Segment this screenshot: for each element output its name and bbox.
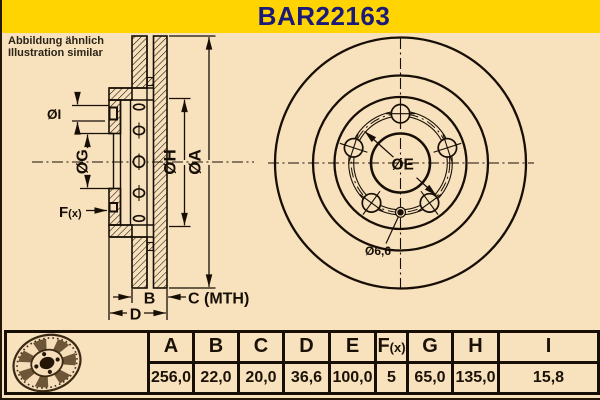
bolt-hole bbox=[417, 190, 442, 215]
sketch-bolt-hole bbox=[55, 357, 60, 362]
dia-i-label: ØI bbox=[47, 107, 61, 122]
sketch-bore bbox=[39, 356, 55, 370]
bolt-hole bbox=[339, 133, 368, 162]
spec-col-a: A 256,0 bbox=[147, 333, 192, 392]
hat-diameter-circle bbox=[333, 95, 468, 231]
vent-rib-top bbox=[146, 76, 154, 87]
part-number-title: BAR22163 bbox=[257, 1, 391, 31]
similarity-note: Abbildung ähnlich Illustration similar bbox=[8, 35, 104, 59]
spec-col-f: F(x) 5 bbox=[374, 333, 406, 392]
front-view: ØE Ø6,6 bbox=[268, 36, 534, 291]
d-label: D bbox=[130, 307, 142, 324]
section-view: ØI ØG F(x) ØH ØA B C (MTH) D bbox=[32, 35, 254, 324]
small-hole-label: Ø6,6 bbox=[365, 244, 391, 258]
spec-header-i: I bbox=[500, 333, 597, 364]
friction-plate-outer bbox=[152, 35, 168, 289]
front-labels: ØE Ø6,6 bbox=[365, 157, 414, 259]
spec-header-f-main: F bbox=[377, 335, 390, 357]
friction-band-circle bbox=[311, 74, 490, 252]
dia-e-dimension bbox=[364, 130, 437, 196]
spec-header-a: A bbox=[150, 333, 192, 364]
spec-col-i: I 15,8 bbox=[497, 333, 597, 392]
wheel-bolt-holes bbox=[339, 99, 462, 215]
section-labels: ØI ØG F(x) ØH ØA B C (MTH) D bbox=[47, 107, 249, 324]
spec-col-b: B 22,0 bbox=[192, 333, 237, 392]
spec-table: A 256,0 B 22,0 C 20,0 D 36,6 E 100,0 F(x… bbox=[4, 330, 600, 395]
f-x-label: F(x) bbox=[59, 204, 82, 221]
note-line-en: Illustration similar bbox=[8, 46, 103, 59]
vent-rib-bottom bbox=[146, 241, 154, 252]
disc-thumbnail-cell bbox=[7, 333, 147, 393]
set-screw-hole bbox=[385, 206, 407, 244]
sketch-bolt-hole bbox=[42, 352, 47, 357]
title-banner: BAR22163 bbox=[2, 0, 600, 33]
spec-col-d: D 36,6 bbox=[282, 333, 328, 392]
sketch-wedges bbox=[17, 338, 77, 388]
dia-a-label: ØA bbox=[186, 149, 205, 175]
sketch-vent-dots bbox=[16, 337, 78, 389]
friction-plate-inner-top bbox=[131, 35, 148, 89]
spec-col-h: H 135,0 bbox=[451, 333, 497, 392]
b-label: B bbox=[144, 291, 156, 308]
sketch-bolt-hole bbox=[47, 369, 52, 374]
friction-plate-inner-bottom bbox=[131, 236, 148, 289]
spec-value-f: 5 bbox=[387, 369, 396, 386]
set-screw-hole-section bbox=[108, 202, 118, 213]
spec-header-f: F(x) bbox=[377, 333, 406, 364]
bolt-hole bbox=[386, 99, 415, 129]
bolt-hole bbox=[132, 103, 146, 111]
disc-sketch-icon bbox=[12, 333, 82, 393]
spec-value-g: 65,0 bbox=[414, 369, 446, 386]
spec-header-b: B bbox=[195, 333, 237, 364]
spec-header-h: H bbox=[454, 333, 497, 364]
spec-value-e: 100,0 bbox=[332, 369, 373, 386]
spec-value-d: 36,6 bbox=[290, 369, 323, 386]
center-bore-circle bbox=[369, 132, 432, 194]
sketch-bolt-hole bbox=[34, 364, 39, 369]
spec-value-b: 22,0 bbox=[200, 369, 232, 386]
spec-col-g: G 65,0 bbox=[406, 333, 451, 392]
spec-header-d: D bbox=[285, 333, 328, 364]
spec-value-c: 20,0 bbox=[245, 369, 277, 386]
spec-value-i: 15,8 bbox=[532, 369, 565, 386]
dia-h-label: ØH bbox=[161, 149, 180, 175]
note-line-de: Abbildung ähnlich bbox=[8, 35, 104, 47]
spec-value-a: 256,0 bbox=[150, 369, 192, 386]
outer-diameter-circle bbox=[273, 36, 528, 290]
dia-e-label: ØE bbox=[392, 157, 414, 174]
spec-header-e: E bbox=[331, 333, 374, 364]
spec-header-g: G bbox=[409, 333, 451, 364]
hat-bolt-hole-section bbox=[108, 106, 118, 121]
section-edges bbox=[109, 36, 154, 288]
spec-col-e: E 100,0 bbox=[328, 333, 374, 392]
bolt-circle-dashed bbox=[350, 113, 451, 213]
hat-flange-top bbox=[108, 87, 133, 101]
spec-header-c: C bbox=[240, 333, 282, 364]
spec-value-h: 135,0 bbox=[455, 369, 496, 386]
projected-bolt-holes bbox=[132, 103, 146, 223]
spec-col-c: C 20,0 bbox=[237, 333, 282, 392]
bolt-hole bbox=[433, 133, 462, 162]
bolt-hole bbox=[359, 190, 384, 215]
dia-g-label: ØG bbox=[75, 149, 92, 174]
section-dimensions bbox=[72, 35, 216, 320]
hat-flange-bottom bbox=[108, 224, 133, 238]
bolt-hole bbox=[132, 214, 146, 223]
spec-header-f-sub: (x) bbox=[389, 340, 406, 355]
c-mth-label: C (MTH) bbox=[188, 291, 249, 308]
